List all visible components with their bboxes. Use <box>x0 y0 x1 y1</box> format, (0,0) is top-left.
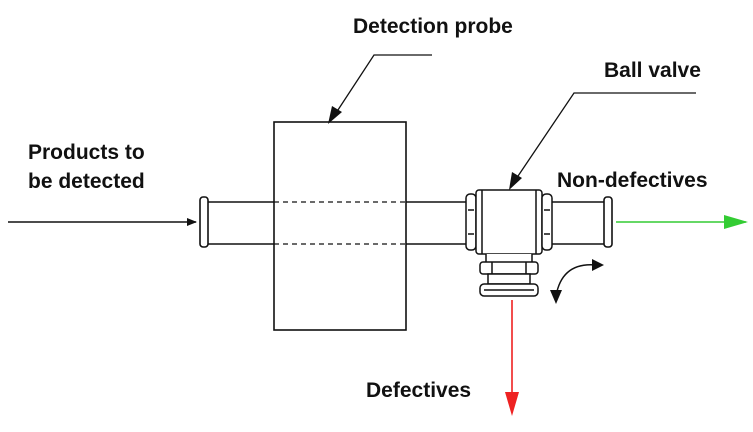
rotation-arrowhead-bottom <box>550 290 562 304</box>
products-label-line1: Products to <box>28 141 145 164</box>
pipe <box>208 201 466 245</box>
outlet-pipe <box>552 201 604 245</box>
detection-probe-box <box>273 121 407 331</box>
ball-valve-label: Ball valve <box>604 59 701 82</box>
inlet-flange <box>199 196 209 248</box>
detection-probe-label: Detection probe <box>353 15 513 38</box>
ball-valve-leader <box>513 92 696 183</box>
defectives-arrowhead <box>505 392 519 416</box>
rotation-arrowhead-top <box>592 259 604 271</box>
non-defectives-label: Non-defectives <box>557 169 708 192</box>
defectives-label: Defectives <box>366 379 472 402</box>
detection-probe-leader <box>333 54 432 117</box>
ball-valve-leader-head <box>509 172 522 190</box>
non-defectives-arrowhead <box>724 215 748 229</box>
rotation-arrow <box>555 264 597 297</box>
products-label-line2: be detected <box>28 170 145 193</box>
ball-valve <box>465 189 553 297</box>
detection-probe-leader-head <box>328 106 342 124</box>
outlet-flange <box>603 196 613 248</box>
